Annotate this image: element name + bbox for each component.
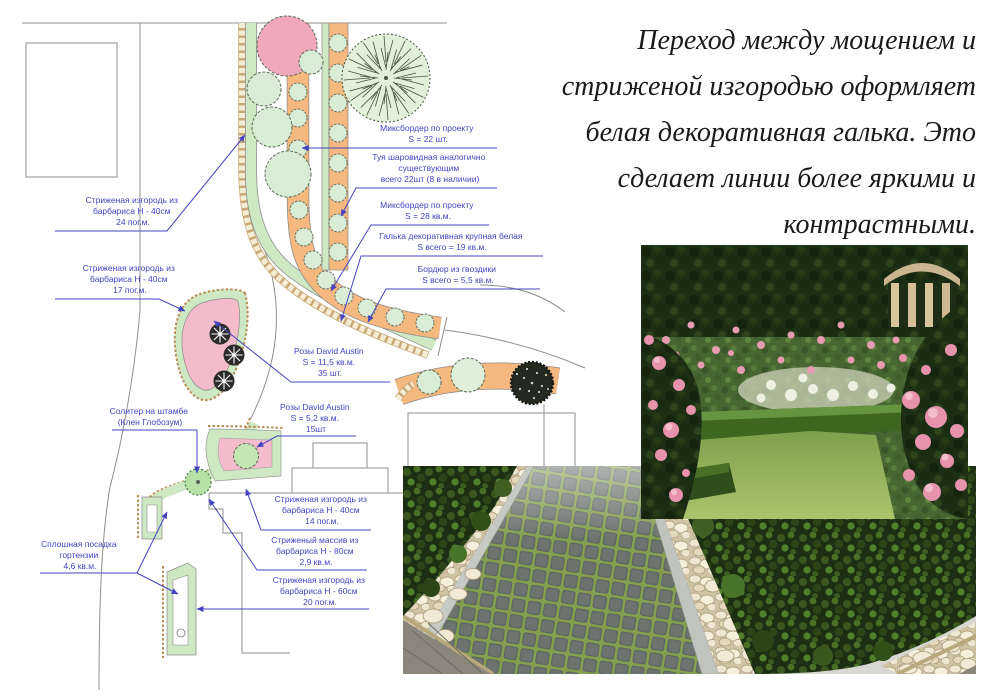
svg-text:Бордюр из гвоздики S: Бордюр из гвоздики S всего = 5,5 кв.м. — [418, 264, 499, 285]
photo-pebble-path — [403, 466, 976, 674]
plan-trees — [246, 15, 431, 198]
svg-text:Розы David Austin S: Розы David Austin S = 11,5 кв.м. 35 шт. — [294, 346, 366, 378]
triangle-rose-bed — [137, 417, 285, 658]
white-rose-band — [738, 367, 896, 413]
svg-text:Розы David Austin S: Розы David Austin S = 5,2 кв.м. 15шт — [280, 402, 352, 434]
trimmed-hedge — [669, 403, 939, 441]
teardrop-rose-bed — [173, 288, 249, 402]
heading-line: Переход между мощением и — [637, 25, 976, 56]
svg-text:Миксбордер по проекту: Миксбордер по проекту S = 28 кв.м. — [380, 200, 476, 221]
annotation-hedge-17: Стриженая изгородь из барбариса Н - 40см… — [55, 263, 186, 312]
svg-text:Солитер на штамбе (К: Солитер на штамбе (Клен Глобозум) — [110, 406, 191, 427]
spiky-tree — [341, 33, 431, 123]
annotation-roses-15: Розы David Austin S = 5,2 кв.м. 15шт — [256, 402, 356, 448]
svg-text:Миксбордер по проекту: Миксбордер по проекту S = 22 шт. — [380, 123, 476, 144]
heading-line: контрастными. — [783, 209, 976, 240]
svg-text:Стриженый массив из: Стриженый массив из барбариса Н - 80см 2… — [271, 535, 361, 567]
pink-roses-scatter — [662, 321, 900, 374]
annotation-massiv: Стриженый массив из барбариса Н - 80см 2… — [208, 498, 367, 571]
corner-pebbles — [881, 622, 976, 674]
annotation-gortenzia: Сплошная посадка гортензии 4,6 кв.м. — [40, 511, 179, 595]
annotation-soliter: Солитер на штамбе (Клен Глобозум) — [110, 406, 200, 474]
corner-paving — [403, 614, 495, 674]
heading-line: стриженой изгородью оформляет — [561, 71, 976, 102]
garden-pavilion — [884, 263, 960, 327]
photo-rose-garden — [641, 245, 968, 519]
svg-text:Стриженая изгородь из: Стриженая изгородь из барбариса Н - 40см… — [275, 494, 370, 526]
annotation-hedge-20: Стриженая изгородь из барбариса Н - 60см… — [196, 575, 369, 612]
svg-text:Стриженая изгородь из: Стриженая изгородь из барбариса Н - 60см… — [273, 575, 368, 607]
svg-text:Стриженая изгородь из: Стриженая изгородь из барбариса Н - 40см… — [86, 195, 181, 227]
annotation-roses-35: Розы David Austin S = 11,5 кв.м. 35 шт. — [213, 320, 390, 383]
annotation-hedge-14: Стриженая изгородь из барбариса Н - 40см… — [245, 488, 371, 531]
svg-text:Галька декоративная крупная бе: Галька декоративная крупная белая S всег… — [379, 231, 525, 252]
annotation-mixborder-28: Миксбордер по проекту S = 28 кв.м. — [330, 200, 489, 292]
left-hedge — [403, 466, 517, 616]
svg-text:Туя шаровидная аналогично: Туя шаровидная аналогично существующим в… — [372, 152, 487, 184]
annotation-galka: Галька декоративная крупная белая S всег… — [340, 231, 543, 322]
plan-annotations: Миксбордер по проекту S = 22 шт. Туя шар… — [40, 123, 543, 612]
plan-beds — [238, 22, 561, 406]
landscape-plan: Миксбордер по проекту S = 22 шт. Туя шар… — [40, 15, 561, 658]
description-text: Переход между мощением и стриженой изгор… — [556, 18, 976, 248]
lawn — [671, 431, 895, 519]
heading-line: сделает линии более яркими и — [617, 163, 976, 194]
annotation-tuya: Туя шаровидная аналогично существующим в… — [340, 152, 497, 217]
svg-text:Стриженая изгородь из: Стриженая изгородь из барбариса Н - 40см… — [83, 263, 178, 295]
left-rose-bush — [641, 333, 702, 519]
svg-text:Сплошная посадка гор: Сплошная посадка гортензии 4,6 кв.м. — [41, 539, 119, 571]
annotation-mixborder-22: Миксбордер по проекту S = 22 шт. — [301, 123, 497, 151]
annotation-bordur: Бордюр из гвоздики S всего = 5,5 кв.м. — [367, 264, 540, 323]
annotation-hedge-24: Стриженая изгородь из барбариса Н - 40см… — [55, 134, 246, 232]
heading-line: белая декоративная галька. Это — [585, 117, 976, 148]
right-rose-bush — [899, 300, 968, 519]
